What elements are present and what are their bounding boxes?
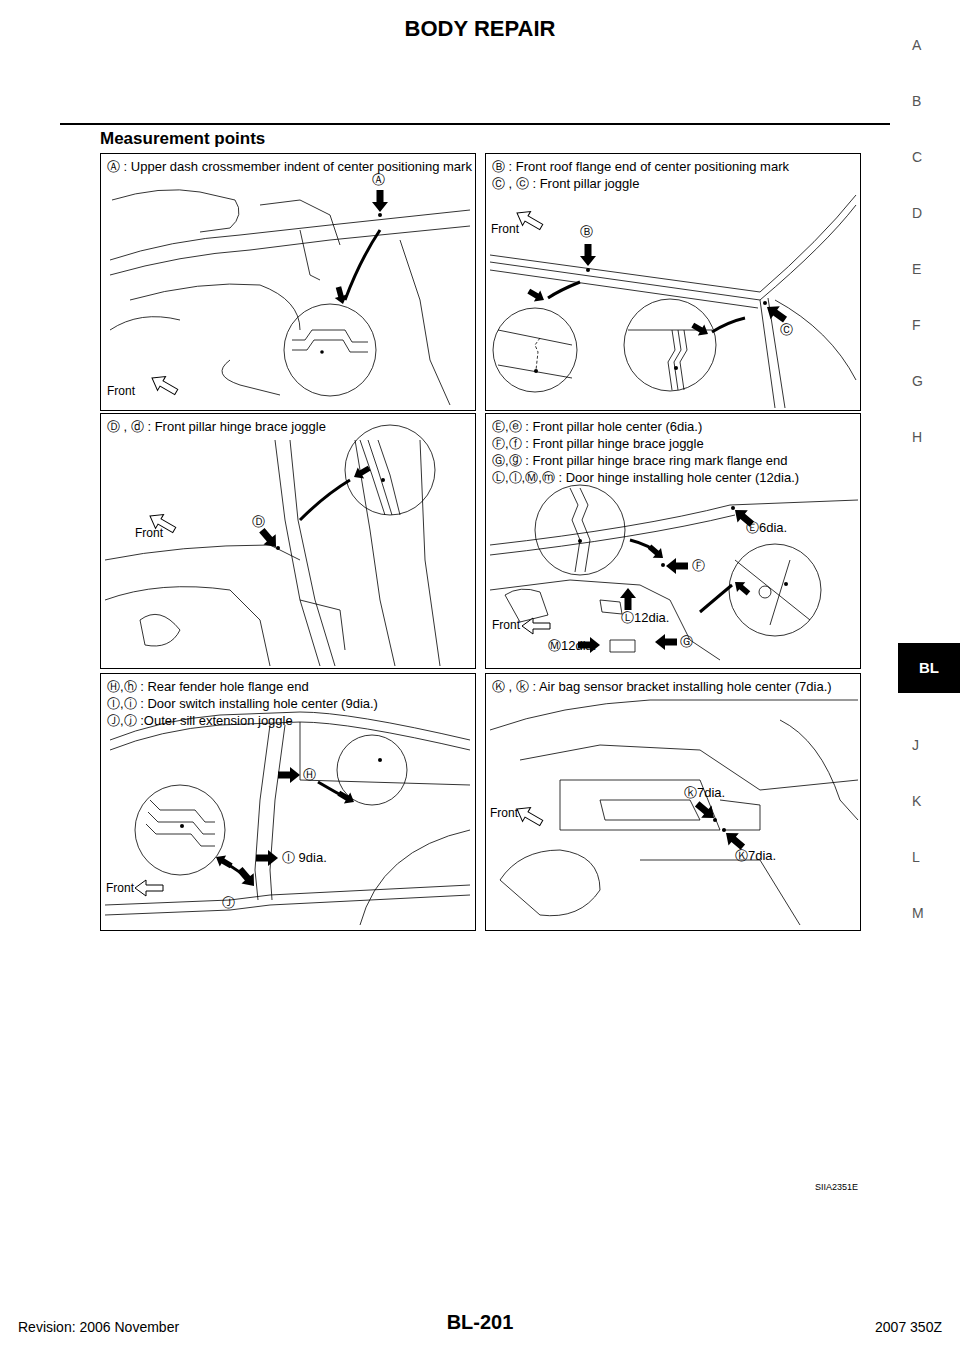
callout-dimension: ⓚ7dia. [684,785,725,801]
callout-letter: Ⓓ [252,514,265,530]
front-label: Front [106,881,134,895]
section-heading: Measurement points [100,129,265,149]
callout-letter: Ⓙ [222,895,235,911]
tab-letter: B [912,93,921,110]
callout-dimension: Ⓚ7dia. [735,848,776,864]
figure-panel: Ⓐ : Upper dash crossmember indent of cen… [100,153,476,411]
panel-key-line: Ⓓ , ⓓ : Front pillar hinge brace joggle [107,418,469,435]
figure-panel: Ⓗ,ⓗ : Rear fender hole flange endⒾ,ⓘ : D… [100,673,476,931]
front-label: Front [107,384,135,398]
tab-letter: F [912,317,921,334]
panel-key-line: Ⓙ,ⓙ :Outer sill extension joggle [107,712,469,729]
callout-letter: Ⓒ [780,322,793,338]
callout-letter: Ⓑ [580,224,593,240]
callout-letter: Ⓖ [680,634,693,650]
tab-letter: C [912,149,922,166]
figure-panel: Ⓑ : Front roof flange end of center posi… [485,153,861,411]
panel-key-line: Ⓛ,ⓛ,Ⓜ,ⓜ : Door hinge installing hole cen… [492,469,854,486]
panel-key-line: Ⓐ : Upper dash crossmember indent of cen… [107,158,469,175]
revision-note: Revision: 2006 November [18,1319,179,1336]
panel-key-line: Ⓕ,ⓕ : Front pillar hinge brace joggle [492,435,854,452]
section-tab: BL [919,659,939,677]
tab-letter: K [912,793,921,810]
panel-key-line: Ⓖ,ⓖ : Front pillar hinge brace ring mark… [492,452,854,469]
figure-panel: Ⓔ,ⓔ : Front pillar hole center (6dia.)Ⓕ,… [485,413,861,669]
panel-key-line: Ⓗ,ⓗ : Rear fender hole flange end [107,678,469,695]
front-label: Front [135,526,163,540]
panel-key-line: Ⓑ : Front roof flange end of center posi… [492,158,854,175]
front-label: Front [491,222,519,236]
front-label: Front [492,618,520,632]
figure-panel: Ⓚ , ⓚ : Air bag sensor bracket installin… [485,673,861,931]
figure-id: SIIA2351E [815,1182,858,1193]
tab-letter: M [912,905,924,922]
page-number: BL-201 [447,1310,514,1334]
panel-key-line: Ⓔ,ⓔ : Front pillar hole center (6dia.) [492,418,854,435]
tab-letter: L [912,849,920,866]
callout-dimension: Ⓛ12dia. [621,610,669,626]
callout-dimension: Ⓜ12dia. [548,638,596,654]
figure-panel: Ⓓ , ⓓ : Front pillar hinge brace joggle [100,413,476,669]
callout-letter: Ⓐ [372,172,385,188]
front-label: Front [490,806,518,820]
tab-letter: D [912,205,922,222]
panel-key-line: Ⓚ , ⓚ : Air bag sensor bracket installin… [492,678,854,695]
tab-letter: E [912,261,921,278]
page-title: BODY REPAIR [405,16,556,42]
callout-dimension: Ⓔ6dia. [746,520,787,536]
callout-letter: Ⓕ [692,558,705,574]
tab-letter: A [912,37,921,54]
panel-key-line: Ⓘ,ⓘ : Door switch installing hole center… [107,695,469,712]
tab-letter: J [912,737,919,754]
callout-dimension: Ⓘ 9dia. [282,850,327,866]
tab-letter: H [912,429,922,446]
model-note: 2007 350Z [875,1319,942,1336]
callout-letter: Ⓗ [303,767,316,783]
tab-letter: G [912,373,923,390]
panel-key-line: Ⓒ , ⓒ : Front pillar joggle [492,175,854,192]
